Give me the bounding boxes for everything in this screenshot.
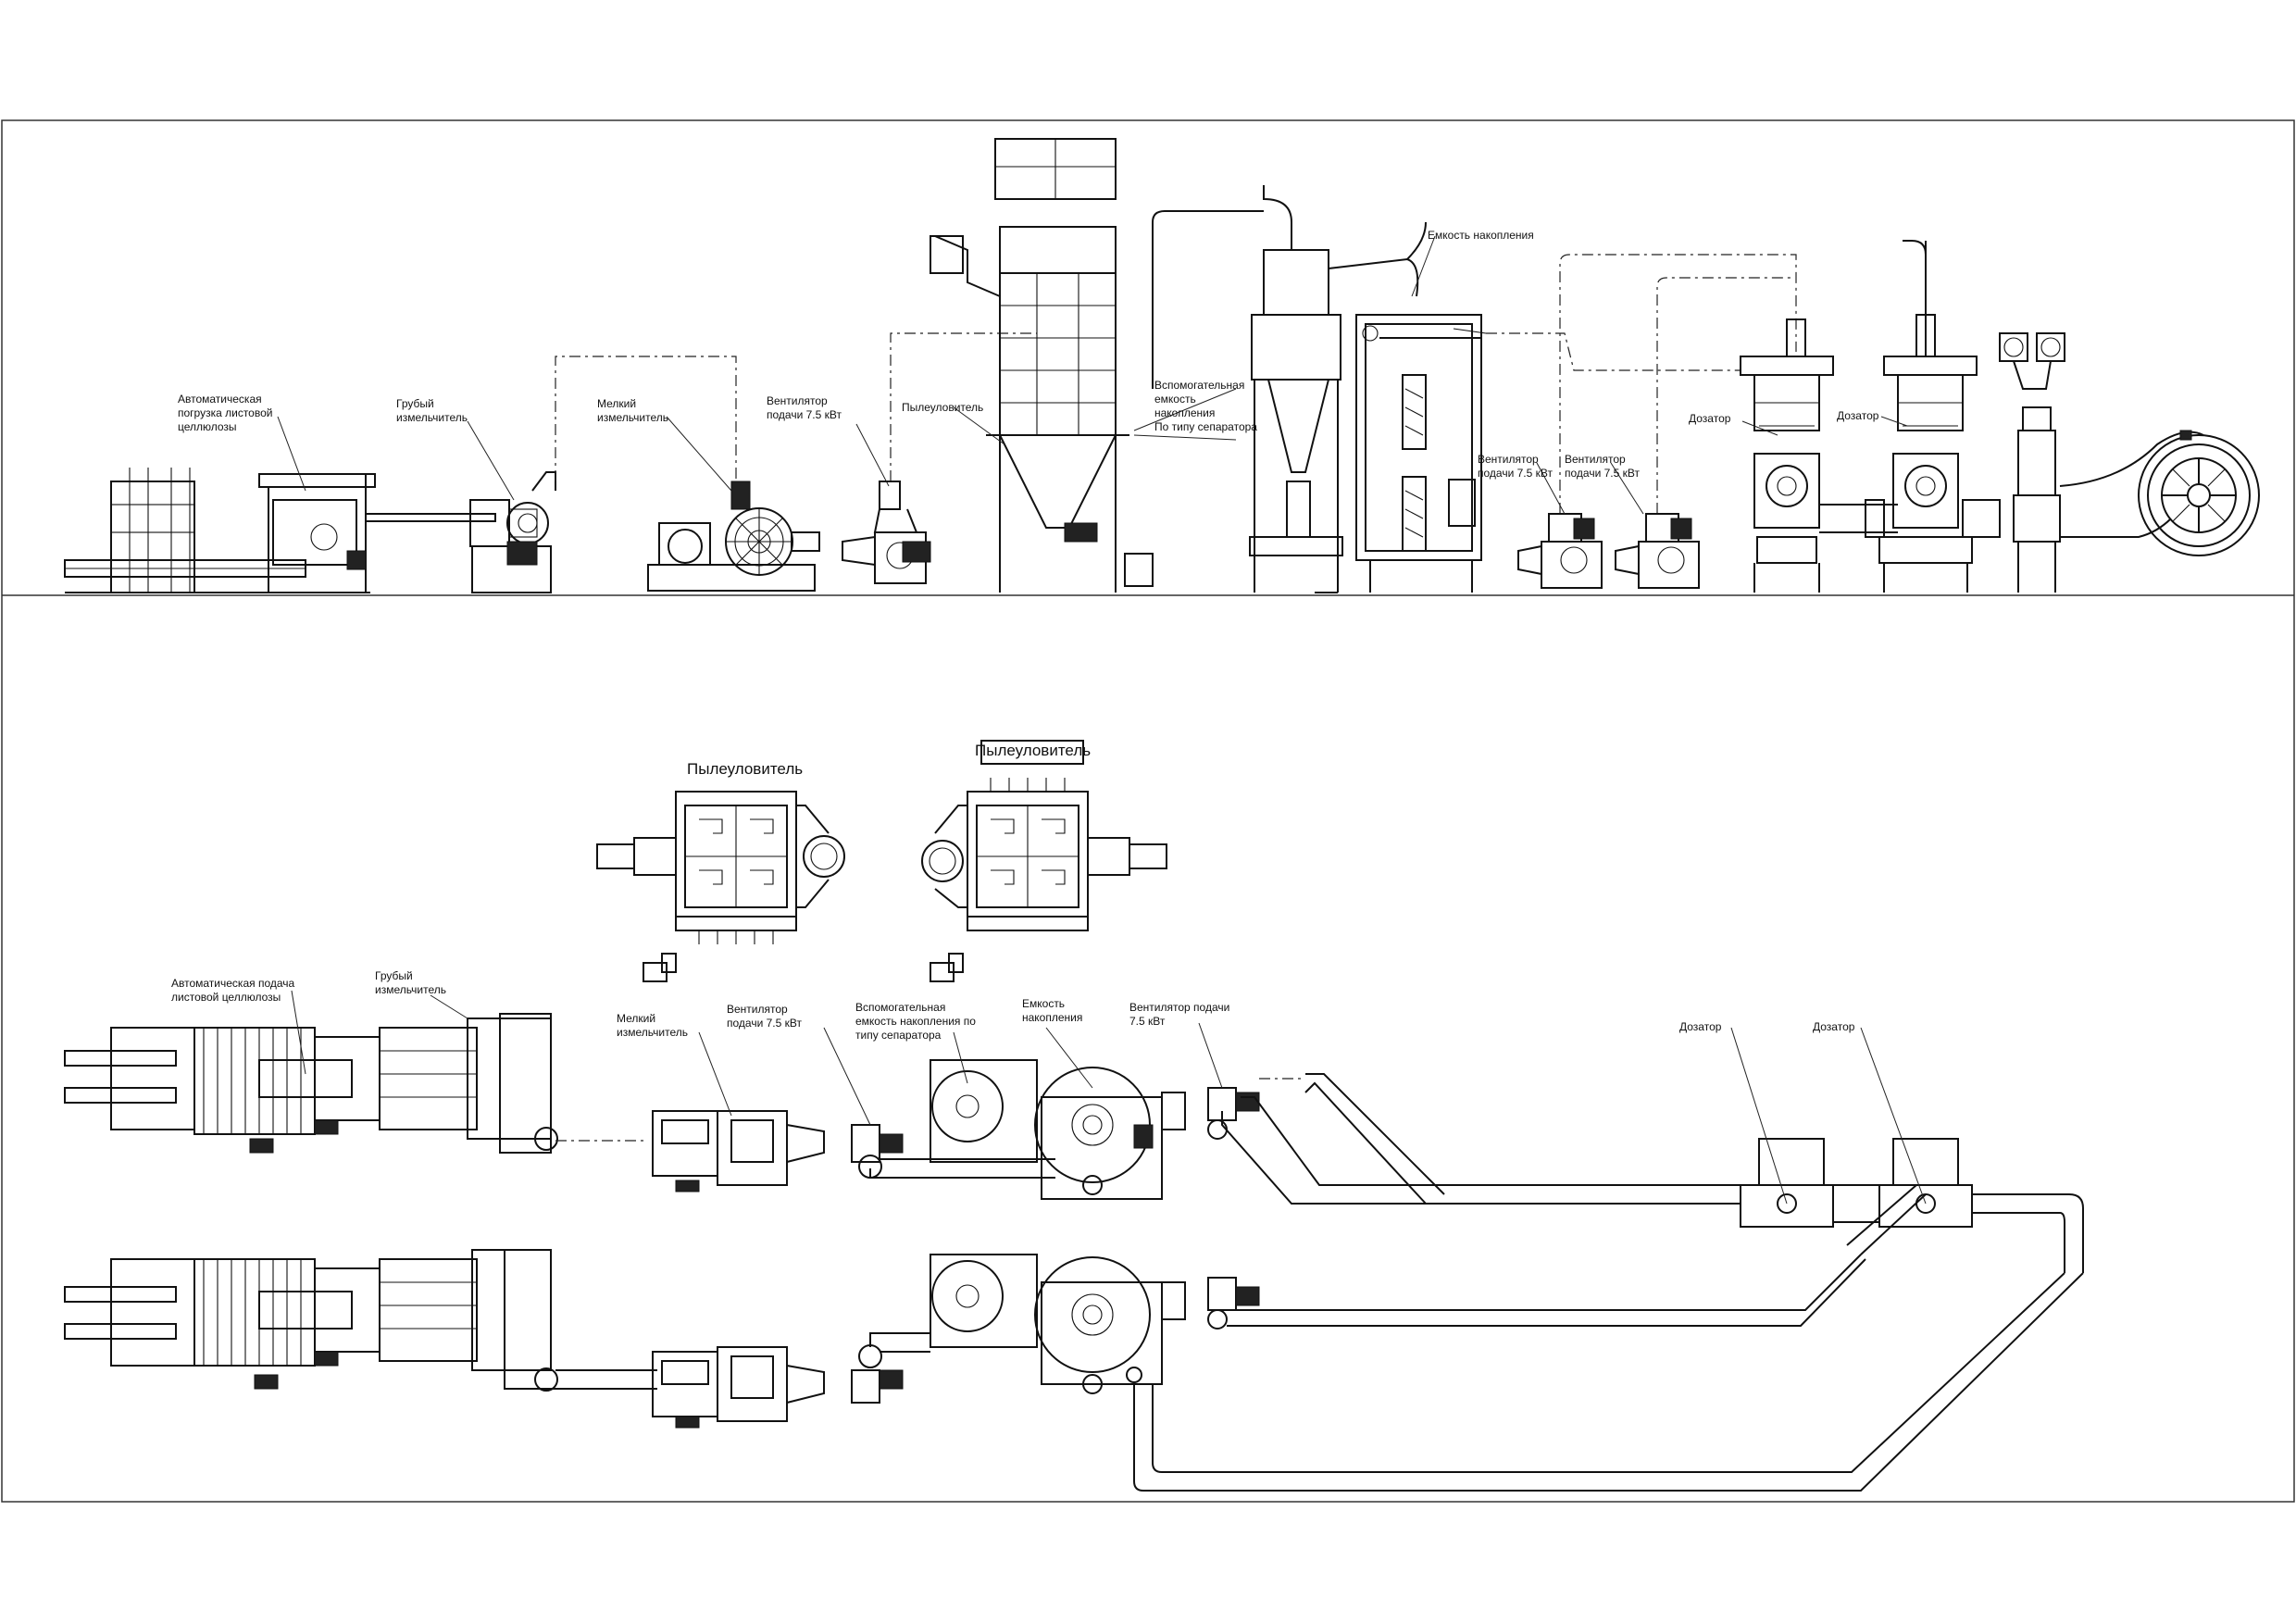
dozer-1-elevation — [1740, 318, 1885, 593]
dozer-2-elevation — [1878, 240, 2001, 593]
label-plan-dust1: Пылеуловитель — [687, 760, 803, 778]
plan-line-2 — [64, 1184, 2084, 1492]
elevation-view — [64, 138, 2260, 593]
label-bot-dozer1: Дозатор — [1679, 1020, 1722, 1033]
plan-line-1 — [64, 1013, 2084, 1273]
coarse-shredder-elevation — [469, 471, 556, 593]
label-top-storage: Емкость накопления — [1428, 229, 1534, 242]
press-wheel-elevation — [2059, 430, 2260, 556]
flow-line-1 — [555, 356, 737, 486]
flow-line-2 — [890, 332, 1037, 481]
fine-shredder-elevation — [647, 481, 820, 592]
pipe-to-separator — [1152, 210, 1264, 389]
auto-loader-elevation — [64, 468, 496, 593]
leader-lines — [277, 235, 1927, 1205]
flow-line-4 — [1559, 254, 1797, 514]
label-top-dust: Пылеуловитель — [902, 401, 983, 414]
flow-line-5 — [1656, 277, 1791, 514]
fan-2-elevation — [1517, 513, 1603, 589]
label-top-dozer2: Дозатор — [1837, 409, 1879, 422]
aux-separator-elevation — [1249, 185, 1343, 593]
storage-tank-elevation — [1328, 221, 1487, 593]
drawing-frame — [1, 119, 2295, 1503]
fan-1-elevation — [842, 481, 931, 584]
label-plan-dust2: Пылеуловитель — [975, 742, 1091, 759]
label-top-dozer1: Дозатор — [1689, 412, 1731, 425]
label-bot-dozer2: Дозатор — [1813, 1020, 1855, 1033]
fan-3-elevation — [1615, 513, 1700, 589]
dust-collector-plan-2 — [921, 740, 1167, 982]
dust-collector-plan-1 — [596, 791, 845, 982]
flow-line-3 — [1486, 332, 1741, 371]
twin-filters-elevation — [1999, 332, 2065, 593]
dust-collector-elevation — [930, 138, 1154, 593]
